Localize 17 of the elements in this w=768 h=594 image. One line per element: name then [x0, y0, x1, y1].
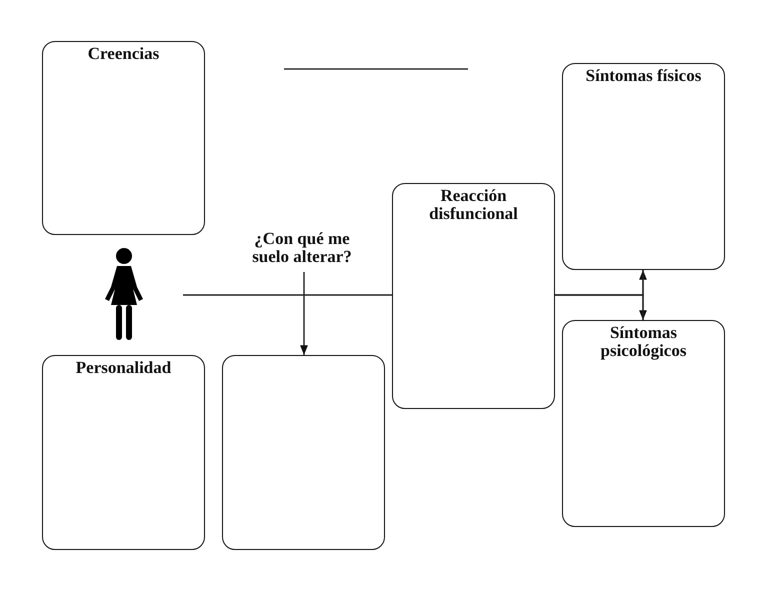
woman-icon	[103, 247, 145, 341]
question-text: ¿Con qué me suelo alterar?	[251, 230, 353, 266]
rounded-box	[42, 41, 205, 235]
rounded-box	[562, 63, 725, 270]
arrow	[300, 272, 308, 355]
box-heading: Síntomas psicológicos	[600, 324, 688, 360]
box-heading: Reacción disfuncional	[428, 187, 519, 223]
box-heading: Creencias	[86, 45, 160, 63]
rounded-box	[392, 183, 555, 409]
connector-line	[183, 294, 392, 296]
connector-line	[555, 294, 644, 320]
box-heading: Síntomas físicos	[584, 67, 702, 85]
arrow	[639, 270, 647, 320]
rounded-box	[222, 355, 385, 550]
rounded-box	[42, 355, 205, 550]
box-heading: Personalidad	[74, 359, 172, 377]
rounded-box	[562, 320, 725, 527]
